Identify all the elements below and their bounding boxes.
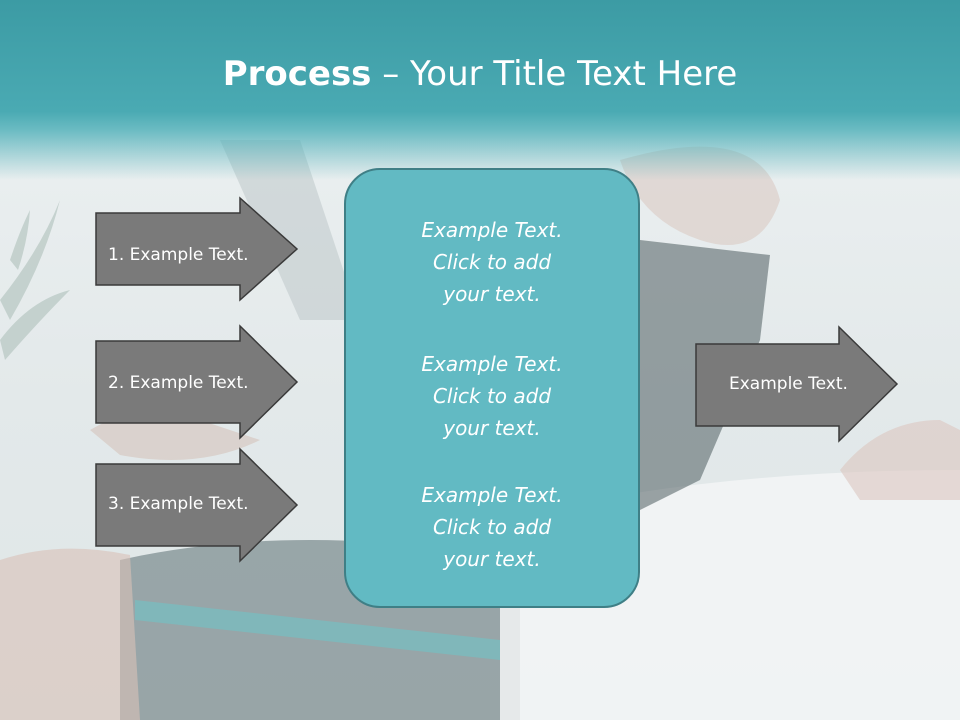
arrow-shape-1 <box>95 196 299 302</box>
center-block-3-line-3: your text. <box>443 547 541 571</box>
step-arrow-1[interactable]: 1. Example Text. <box>95 196 300 302</box>
center-block-1-line-1: Example Text. <box>421 218 563 242</box>
step-arrow-1-label: 1. Example Text. <box>108 245 249 265</box>
center-block-2-line-3: your text. <box>443 416 541 440</box>
result-arrow[interactable]: Example Text. <box>695 325 900 443</box>
step-arrow-2[interactable]: 2. Example Text. <box>95 324 300 440</box>
step-arrow-3-label: 3. Example Text. <box>108 494 249 514</box>
title-rest: – Your Title Text Here <box>371 54 738 94</box>
page-title: Process – Your Title Text Here <box>0 52 960 96</box>
center-block-2-line-2: Click to add <box>432 384 552 408</box>
step-arrow-3[interactable]: 3. Example Text. <box>95 447 300 563</box>
center-content-box[interactable]: Example Text. Click to add your text. Ex… <box>344 168 640 608</box>
center-block-2-line-1: Example Text. <box>421 352 563 376</box>
center-text-block-3: Example Text. Click to add your text. <box>346 479 638 575</box>
title-band <box>0 0 960 180</box>
result-arrow-label: Example Text. <box>729 374 848 394</box>
center-block-3-line-1: Example Text. <box>421 483 563 507</box>
arrow-shape-2 <box>95 324 299 440</box>
step-arrow-2-label: 2. Example Text. <box>108 373 249 393</box>
center-text-block-1: Example Text. Click to add your text. <box>346 214 638 310</box>
center-text-block-2: Example Text. Click to add your text. <box>346 348 638 444</box>
center-block-3-line-2: Click to add <box>432 515 552 539</box>
result-arrow-shape <box>695 325 899 443</box>
center-block-1-line-3: your text. <box>443 282 541 306</box>
center-block-1-line-2: Click to add <box>432 250 552 274</box>
arrow-shape-3 <box>95 447 299 563</box>
title-bold: Process <box>222 54 372 94</box>
